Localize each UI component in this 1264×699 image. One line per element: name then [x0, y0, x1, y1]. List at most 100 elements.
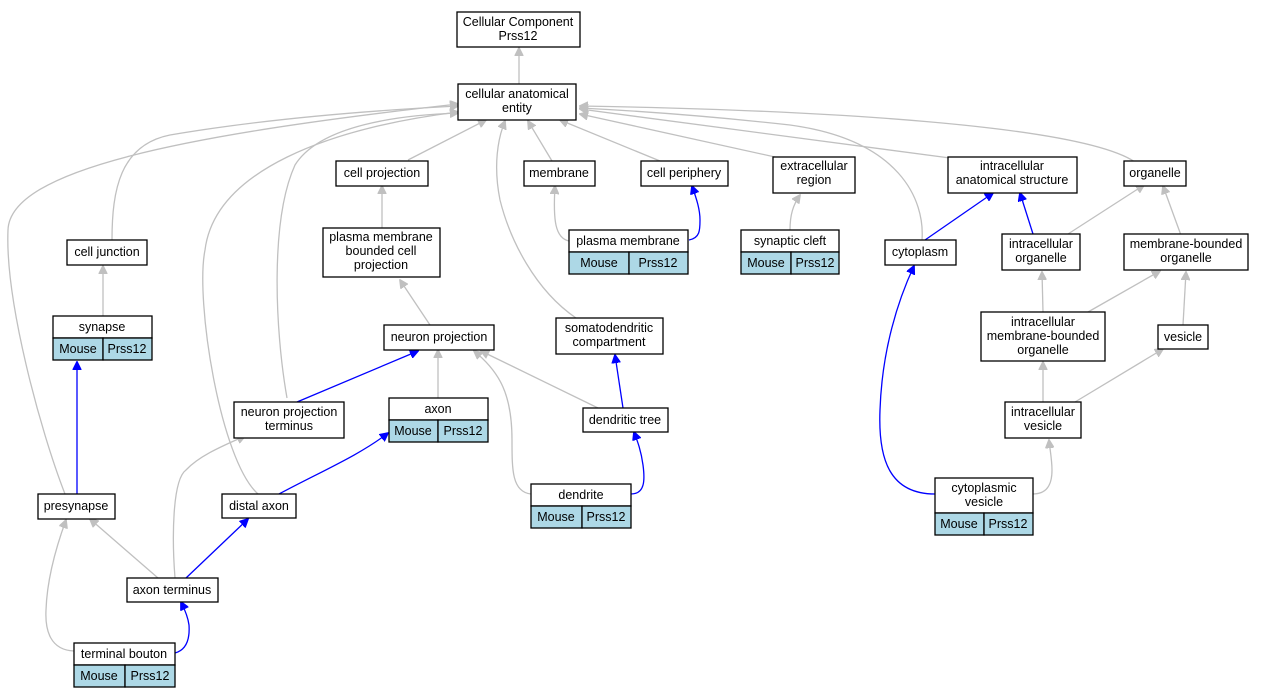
node-plasma-membrane-bounded-cell-projection[interactable]: plasma membrane bounded cell projection: [322, 227, 441, 278]
node-plasma-membrane[interactable]: plasma membrane Mouse Prss12: [568, 229, 689, 275]
node-terminal-bouton[interactable]: terminal bouton Mouse Prss12: [73, 642, 176, 688]
node-label: axon: [424, 402, 451, 416]
node-cytoplasm[interactable]: cytoplasm: [884, 239, 957, 266]
edge-imbo-to-introrganelle: [1042, 272, 1043, 313]
edge-cytoplasm-to-ias: [924, 193, 993, 241]
node-label-line1: intracellular: [1009, 237, 1073, 251]
edge-extracellular-to-cae: [580, 114, 776, 158]
node-label: axon terminus: [133, 583, 212, 597]
node-label-line1: intracellular: [980, 159, 1044, 173]
node-label-line1: Cellular Component: [463, 15, 574, 29]
node-label: organelle: [1129, 166, 1180, 180]
annotation-species: Mouse: [80, 669, 118, 683]
node-label-line1: cellular anatomical: [465, 87, 569, 101]
edge-distalaxon-to-axon: [278, 433, 388, 495]
edge-terminalbouton-to-presynapse: [45, 520, 75, 652]
node-intracellular-anatomical-structure[interactable]: intracellular anatomical structure: [947, 156, 1078, 194]
annotation-gene: Prss12: [587, 510, 626, 524]
node-label-line1: somatodendritic: [565, 321, 653, 335]
edge-presynapse-to-cae: [7, 104, 458, 495]
node-label-line2: vesicle: [965, 495, 1003, 509]
node-intracellular-vesicle[interactable]: intracellular vesicle: [1004, 401, 1082, 439]
edge-dendrite-to-neuronprojection: [474, 351, 532, 495]
edge-cytovesicle-to-cytoplasm: [879, 266, 936, 495]
edge-plasmamembrane-to-membrane: [554, 186, 570, 242]
node-label-line2: Prss12: [499, 29, 538, 43]
node-label-line1: intracellular: [1011, 315, 1075, 329]
edge-imbo-to-mbo: [1087, 271, 1160, 313]
node-membrane[interactable]: membrane: [523, 160, 596, 187]
node-dendritic-tree[interactable]: dendritic tree: [582, 407, 669, 433]
node-cytoplasmic-vesicle[interactable]: cytoplasmic vesicle Mouse Prss12: [934, 477, 1034, 536]
edge-plasmamembrane-to-cellperiphery: [688, 186, 701, 241]
node-organelle[interactable]: organelle: [1123, 160, 1187, 187]
edge-cellperiphery-to-cae: [560, 120, 661, 162]
annotation-gene: Prss12: [131, 669, 170, 683]
node-cell-junction[interactable]: cell junction: [66, 239, 148, 266]
edge-celljunction-to-cae: [111, 106, 458, 241]
annotation-gene: Prss12: [796, 256, 835, 270]
edge-ias-to-cae: [580, 109, 951, 159]
node-cell-projection[interactable]: cell projection: [335, 160, 429, 187]
node-label: presynapse: [44, 499, 109, 513]
node-label-line2: organelle: [1015, 251, 1066, 265]
node-cellular-component[interactable]: Cellular Component Prss12: [456, 11, 581, 48]
node-vesicle[interactable]: vesicle: [1157, 324, 1209, 350]
node-axon-terminus[interactable]: axon terminus: [126, 577, 219, 603]
node-neuron-projection[interactable]: neuron projection: [383, 324, 495, 351]
node-label: cytoplasm: [892, 245, 948, 259]
annotation-species: Mouse: [747, 256, 785, 270]
annotation-species: Mouse: [59, 342, 97, 356]
node-label-line2: organelle: [1160, 251, 1211, 265]
edge-introrganelle-to-organelle: [1067, 185, 1144, 235]
node-extracellular-region[interactable]: extracellular region: [772, 156, 856, 194]
node-intracellular-membrane-bounded-organelle[interactable]: intracellular membrane-bounded organelle: [980, 311, 1106, 362]
node-somatodendritic-compartment[interactable]: somatodendritic compartment: [555, 317, 664, 355]
node-label: dendritic tree: [589, 413, 661, 427]
edge-membrane-to-cae: [528, 121, 553, 162]
annotation-species: Mouse: [580, 256, 618, 270]
node-label: membrane: [529, 166, 589, 180]
node-label: synapse: [79, 320, 126, 334]
node-cell-periphery[interactable]: cell periphery: [640, 160, 729, 187]
node-label: dendrite: [558, 488, 603, 502]
node-distal-axon[interactable]: distal axon: [221, 493, 297, 519]
node-synapse[interactable]: synapse Mouse Prss12: [52, 315, 153, 361]
edge-organelle-to-cae: [580, 106, 1136, 163]
edges: [7, 48, 1186, 654]
node-label: neuron projection: [391, 330, 488, 344]
node-label-line2: anatomical structure: [956, 173, 1069, 187]
edge-vesicle-to-mbo: [1183, 272, 1186, 326]
edge-cellprojection-to-cae: [407, 120, 486, 161]
node-membrane-bounded-organelle[interactable]: membrane-bounded organelle: [1123, 233, 1249, 271]
edge-dendritictree-to-neuronprojection: [481, 351, 599, 409]
edge-somato-to-cae: [496, 121, 577, 319]
annotation-species: Mouse: [537, 510, 575, 524]
node-synaptic-cleft[interactable]: synaptic cleft Mouse Prss12: [740, 229, 840, 275]
annotation-species: Mouse: [394, 424, 432, 438]
edge-npterminus-to-neuronprojection: [296, 351, 418, 403]
node-label: terminal bouton: [81, 647, 167, 661]
edge-distalaxon-to-cae: [202, 112, 458, 495]
node-axon[interactable]: axon Mouse Prss12: [388, 397, 489, 443]
node-intracellular-organelle[interactable]: intracellular organelle: [1001, 233, 1081, 271]
annotation-gene: Prss12: [108, 342, 147, 356]
edge-cytovesicle-to-intrvesicle: [1032, 440, 1052, 495]
node-label: synaptic cleft: [754, 234, 827, 248]
node-label-line1: intracellular: [1011, 405, 1075, 419]
node-label: distal axon: [229, 499, 289, 513]
node-label-line1: cytoplasmic: [951, 481, 1016, 495]
node-label-line1: plasma membrane: [329, 230, 433, 244]
node-label: cell periphery: [647, 166, 722, 180]
edge-axonterminus-to-presynapse: [90, 519, 159, 579]
node-neuron-projection-terminus[interactable]: neuron projection terminus: [233, 401, 345, 439]
node-presynapse[interactable]: presynapse: [37, 493, 116, 520]
node-label-line3: projection: [354, 258, 408, 272]
annotation-gene: Prss12: [639, 256, 678, 270]
node-dendrite[interactable]: dendrite Mouse Prss12: [530, 483, 632, 529]
node-label: vesicle: [1164, 330, 1202, 344]
node-label-line2: entity: [502, 101, 533, 115]
node-label: cell junction: [74, 245, 139, 259]
edge-mbo-to-organelle: [1163, 186, 1183, 239]
node-cellular-anatomical-entity[interactable]: cellular anatomical entity: [457, 83, 577, 121]
